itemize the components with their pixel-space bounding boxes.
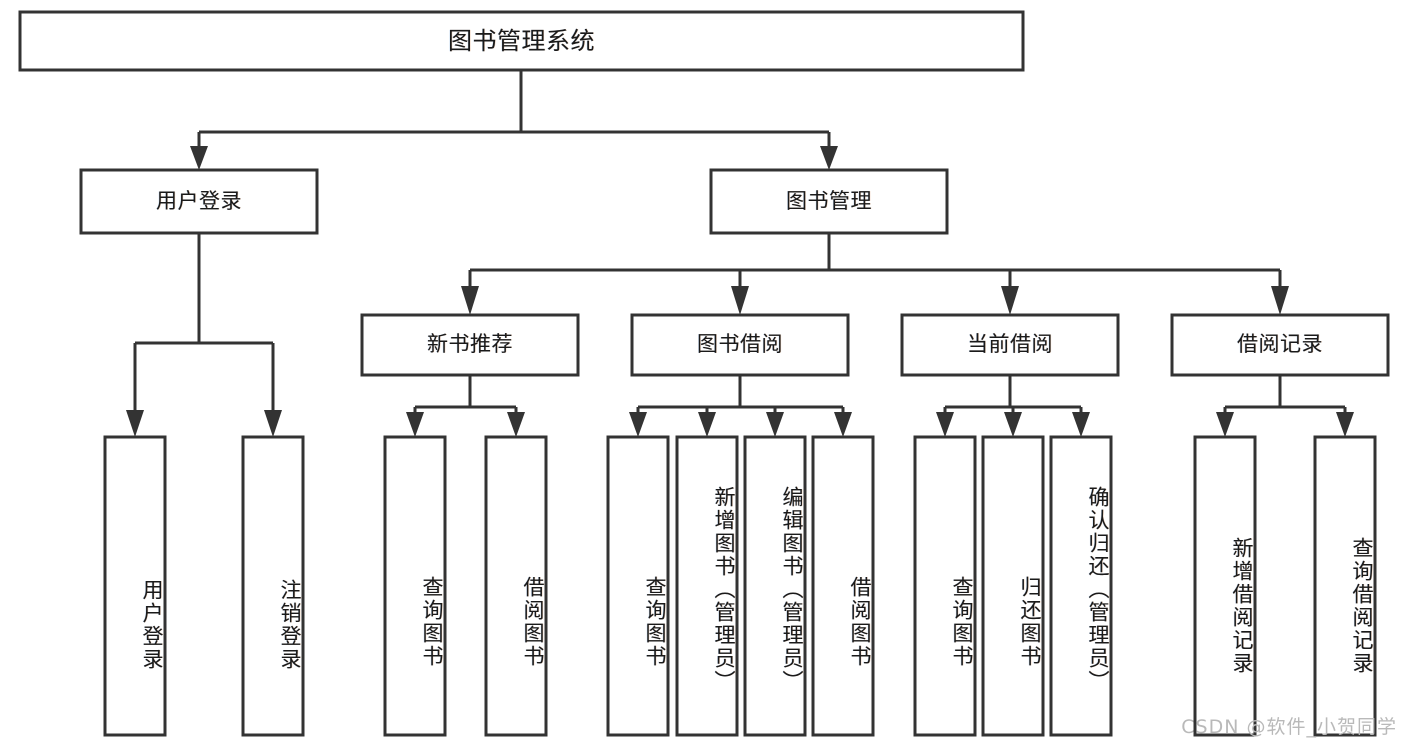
node-label-book-management: 图书管理	[786, 188, 872, 213]
node-box-leaf-user-logout[interactable]	[241, 435, 305, 737]
node-label-leaf-return-book: 归还图书	[1018, 576, 1042, 668]
node-box-new-book-recommend[interactable]	[360, 313, 580, 377]
node-label-root: 图书管理系统	[448, 26, 595, 55]
arrow-head-leaf-add-borrow-record	[1216, 412, 1234, 437]
node-label-leaf-query-book-borrow: 查询图书	[643, 576, 667, 668]
node-box-leaf-borrow-book-recommend[interactable]	[484, 435, 548, 737]
arrow-head-leaf-query-book-borrow	[629, 412, 647, 437]
arrow-head-leaf-query-book-current	[936, 412, 954, 437]
node-box-leaf-query-book-borrow[interactable]	[606, 435, 670, 737]
node-label-borrow-record: 借阅记录	[1237, 332, 1323, 357]
arrow-head-leaf-borrow-book	[834, 412, 852, 437]
node-box-leaf-user-login[interactable]	[103, 435, 167, 737]
node-box-leaf-add-book[interactable]	[675, 435, 739, 737]
arrow-head-leaf-user-logout	[264, 410, 282, 437]
arrow-head-leaf-add-book	[698, 412, 716, 437]
node-label-new-book-recommend: 新书推荐	[427, 332, 513, 357]
arrow-head-leaf-user-login	[126, 410, 144, 437]
arrow-head-borrow-record	[1271, 286, 1289, 315]
arrow-head-leaf-query-borrow-record	[1336, 412, 1354, 437]
node-label-leaf-edit-book: 编辑图书（管理员）	[780, 485, 804, 693]
connector-borrow-record-to-leaves	[1216, 375, 1354, 437]
arrow-head-leaf-query-book-recommend	[406, 412, 424, 437]
connector-user-login-to-leaves	[126, 233, 282, 437]
node-box-current-borrow[interactable]	[900, 313, 1120, 377]
node-label-current-borrow: 当前借阅	[967, 332, 1053, 357]
node-label-leaf-query-book-current: 查询图书	[950, 576, 974, 668]
arrow-head-leaf-return-book	[1004, 412, 1022, 437]
node-label-leaf-borrow-book-recommend: 借阅图书	[521, 576, 545, 668]
node-box-leaf-confirm-return[interactable]	[1049, 435, 1113, 737]
node-label-leaf-user-login: 用户登录	[140, 579, 164, 671]
connector-book-management-to-level3	[461, 233, 1289, 315]
node-box-leaf-add-borrow-record[interactable]	[1193, 435, 1257, 737]
node-label-leaf-query-borrow-record: 查询借阅记录	[1350, 537, 1374, 675]
node-box-leaf-query-book-recommend[interactable]	[383, 435, 447, 737]
arrow-head-user-login	[190, 146, 208, 170]
node-label-leaf-borrow-book: 借阅图书	[848, 576, 872, 668]
arrow-head-leaf-borrow-book-recommend	[507, 412, 525, 437]
arrow-head-leaf-confirm-return	[1072, 412, 1090, 437]
node-box-user-login[interactable]	[79, 168, 319, 235]
connector-new-book-recommend-to-leaves	[406, 375, 525, 437]
node-box-leaf-borrow-book[interactable]	[811, 435, 875, 737]
connector-root-to-level2	[190, 70, 838, 170]
node-box-leaf-query-book-current[interactable]	[913, 435, 977, 737]
arrow-head-book-borrow	[731, 286, 749, 315]
connector-current-borrow-to-leaves	[936, 375, 1090, 437]
arrow-head-current-borrow	[1001, 286, 1019, 315]
connector-book-borrow-to-leaves	[629, 375, 852, 437]
node-label-book-borrow: 图书借阅	[697, 332, 783, 357]
node-label-leaf-add-book: 新增图书（管理员）	[712, 485, 736, 693]
arrow-head-leaf-edit-book	[766, 412, 784, 437]
node-box-root[interactable]	[18, 10, 1025, 72]
node-label-leaf-query-book-recommend: 查询图书	[420, 576, 444, 668]
node-box-leaf-return-book[interactable]	[981, 435, 1045, 737]
arrow-head-new-book-recommend	[461, 286, 479, 315]
node-label-leaf-add-borrow-record: 新增借阅记录	[1230, 537, 1254, 675]
node-label-user-login: 用户登录	[156, 188, 242, 213]
node-label-leaf-user-logout: 注销登录	[278, 579, 302, 671]
arrow-head-book-management	[820, 146, 838, 170]
node-label-leaf-confirm-return: 确认归还（管理员）	[1086, 485, 1110, 693]
node-box-leaf-query-borrow-record[interactable]	[1313, 435, 1377, 737]
